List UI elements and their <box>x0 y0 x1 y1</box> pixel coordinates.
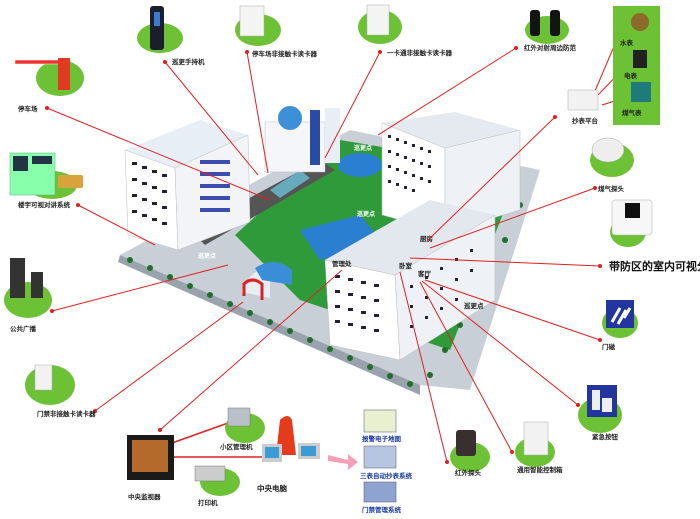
device-label: 中央电脑 <box>257 483 287 493</box>
device-ir-perimeter: 红外对射周边防范 <box>524 10 577 52</box>
device-indoor-unit: 带防区的室内可视分机 <box>609 199 700 273</box>
handheld-icon <box>150 6 164 50</box>
device-door-sensor: 门磁 <box>602 300 638 351</box>
device-label: 三表自动抄表系统 <box>360 471 413 480</box>
device-label: 停车场非接触卡读卡器 <box>252 49 318 58</box>
device-parking-reader: 停车场非接触卡读卡器 <box>235 5 318 58</box>
device-control-box: 通用智能控制箱 <box>515 421 563 474</box>
device-label: 公共广播 <box>10 324 37 333</box>
device-label: 中央监视器 <box>128 492 161 501</box>
parking-lot <box>270 170 310 198</box>
computer-icon <box>265 447 279 458</box>
printer-icon <box>194 465 226 482</box>
phone-icon <box>227 407 251 427</box>
patrol-point-label: 巡更点 <box>356 210 375 218</box>
patrol-point-label: 巡更点 <box>464 301 484 310</box>
device-label: 煤气表 <box>622 108 642 117</box>
meter-system-screen <box>363 445 397 469</box>
smoke-detector-icon <box>591 137 625 163</box>
device-label: 门禁非接触卡读卡器 <box>37 409 96 418</box>
device-label: 楼宇可视对讲系统 <box>18 200 71 209</box>
device-label: 抄表平台 <box>572 116 599 125</box>
meter-reader-box-icon <box>567 89 599 111</box>
bedroom-label: 卧室 <box>399 261 413 270</box>
patrol-point-label: 巡更点 <box>197 252 216 260</box>
control-box-icon <box>523 421 549 456</box>
kitchen-label: 厨房 <box>420 234 434 243</box>
device-label: 煤气探头 <box>598 184 625 193</box>
device-label: 带防区的室内可视分机 <box>609 259 700 273</box>
trees <box>127 202 523 387</box>
ir-detector-icon <box>456 430 476 456</box>
device-parking-barrier: 停车场 <box>14 58 84 113</box>
device-label: 门禁管理系统 <box>362 505 402 514</box>
community-model: 巡更点 巡更点 巡更点 巡更点 管理处 卧室 客厅 厨房 <box>118 106 540 395</box>
device-card-reader: 一卡通非接触卡读卡器 <box>358 4 453 57</box>
device-central-computer: 中央电脑 <box>257 416 358 493</box>
pond <box>338 153 382 177</box>
device-label: 门磁 <box>602 342 616 351</box>
building-left <box>124 120 251 251</box>
device-label: 电表 <box>624 71 638 80</box>
device-gas-detector: 煤气探头 <box>590 137 634 193</box>
building-dome <box>264 106 340 173</box>
device-panic-button: 紧急按钮 <box>578 385 622 441</box>
arrow-icon <box>328 454 358 470</box>
device-label: 红外对射周边防范 <box>524 43 577 52</box>
device-patrol-handheld: 巡更手持机 <box>137 6 205 66</box>
office-label: 管理处 <box>332 259 352 268</box>
device-label: 一卡通非接触卡读卡器 <box>387 48 453 57</box>
barrier-gate-icon <box>14 59 64 65</box>
device-label: 打印机 <box>198 498 218 507</box>
device-management-unit: 小区管理机 <box>219 407 265 451</box>
device-label: 巡更手持机 <box>172 57 205 66</box>
building-front-right <box>324 200 496 361</box>
device-printer: 打印机 <box>194 465 240 507</box>
electric-meter-icon <box>633 50 647 68</box>
gas-meter-icon <box>631 82 651 102</box>
device-access-reader: 门禁非接触卡读卡器 <box>25 364 96 418</box>
device-label: 报警电子地图 <box>362 434 402 443</box>
device-broadcast: 公共广播 <box>4 258 52 333</box>
ir-beam-icon <box>530 10 540 36</box>
device-label: 紧急按钮 <box>592 432 619 441</box>
living-room-label: 客厅 <box>417 269 432 278</box>
building-back-right <box>381 112 521 233</box>
device-label: 红外探头 <box>455 468 482 477</box>
entrance-gate <box>242 261 292 300</box>
device-label: 小区管理机 <box>219 442 253 451</box>
device-central-monitor: 中央监视器 <box>127 435 174 501</box>
device-meter-platform: 水表 电表 煤气表 抄表平台 <box>567 6 660 125</box>
door-sensor-icon <box>606 300 634 328</box>
device-label: 通用智能控制箱 <box>517 465 563 474</box>
card-reader-icon <box>239 5 265 37</box>
device-intercom-system: 楼宇可视对讲系统 <box>9 152 83 209</box>
alarm-map-screen <box>363 409 397 433</box>
water-meter-icon <box>631 13 649 31</box>
device-ir-detector: 红外探头 <box>450 430 490 477</box>
card-reader-icon <box>34 364 53 391</box>
card-reader-icon <box>366 4 390 36</box>
patrol-point-label: 巡更点 <box>353 144 372 152</box>
access-system-screen <box>363 481 397 503</box>
device-label: 水表 <box>620 38 634 47</box>
software-systems: 报警电子地图 三表自动抄表系统 门禁管理系统 <box>360 409 413 514</box>
device-label: 停车场 <box>18 104 38 113</box>
speaker-icon <box>10 258 25 298</box>
